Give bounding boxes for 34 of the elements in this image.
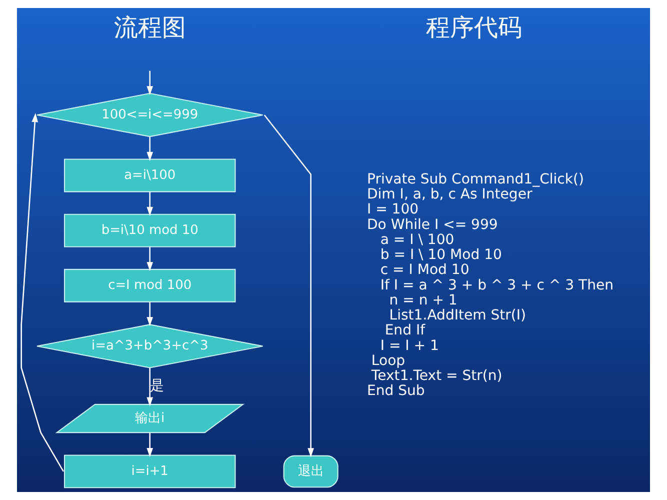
node-diamond: 100<=i<=999: [36, 92, 264, 138]
node-diamond: i=a^3+b^3+c^3: [36, 324, 264, 368]
label: Loop: [371, 352, 406, 369]
label: 程序代码: [426, 14, 522, 42]
label: Do While I <= 999: [366, 216, 498, 233]
arrow: [146, 368, 154, 406]
label: List1.AddItem Str(I): [389, 308, 526, 324]
node-box: i=i+1: [64, 454, 236, 488]
node-box: c=I mod 100: [64, 268, 236, 302]
label: c = I Mod 10: [380, 262, 470, 278]
edge-label: 是: [150, 378, 164, 394]
arrow: [146, 246, 154, 272]
label: n = n + 1: [389, 292, 458, 308]
label: If I = a ^ 3 + b ^ 3 + c ^ 3 Then: [380, 277, 614, 294]
label: Private Sub Command1_Click(): [366, 171, 584, 188]
arrow: [146, 192, 154, 216]
label: Dim I, a, b, c As Integer: [366, 186, 532, 203]
node-box: 退出: [283, 455, 338, 488]
arrow: [146, 70, 154, 96]
label: 流程图: [114, 14, 186, 42]
label: b = I \ 10 Mod 10: [380, 247, 502, 264]
arrow: [146, 432, 154, 458]
label: End Sub: [366, 383, 425, 400]
label: I = 100: [366, 202, 419, 218]
label: End If: [384, 322, 426, 339]
node-box: a=i\100: [64, 158, 236, 192]
arrow: [146, 136, 154, 161]
label: I = I + 1: [380, 338, 439, 354]
arrow: [264, 114, 314, 458]
label: Text1.Text = Str(n): [371, 368, 502, 384]
label: a = I \ 100: [380, 232, 454, 248]
arrow: [20, 113, 64, 472]
node-box: b=i\10 mod 10: [64, 214, 236, 248]
arrow: [146, 302, 154, 326]
